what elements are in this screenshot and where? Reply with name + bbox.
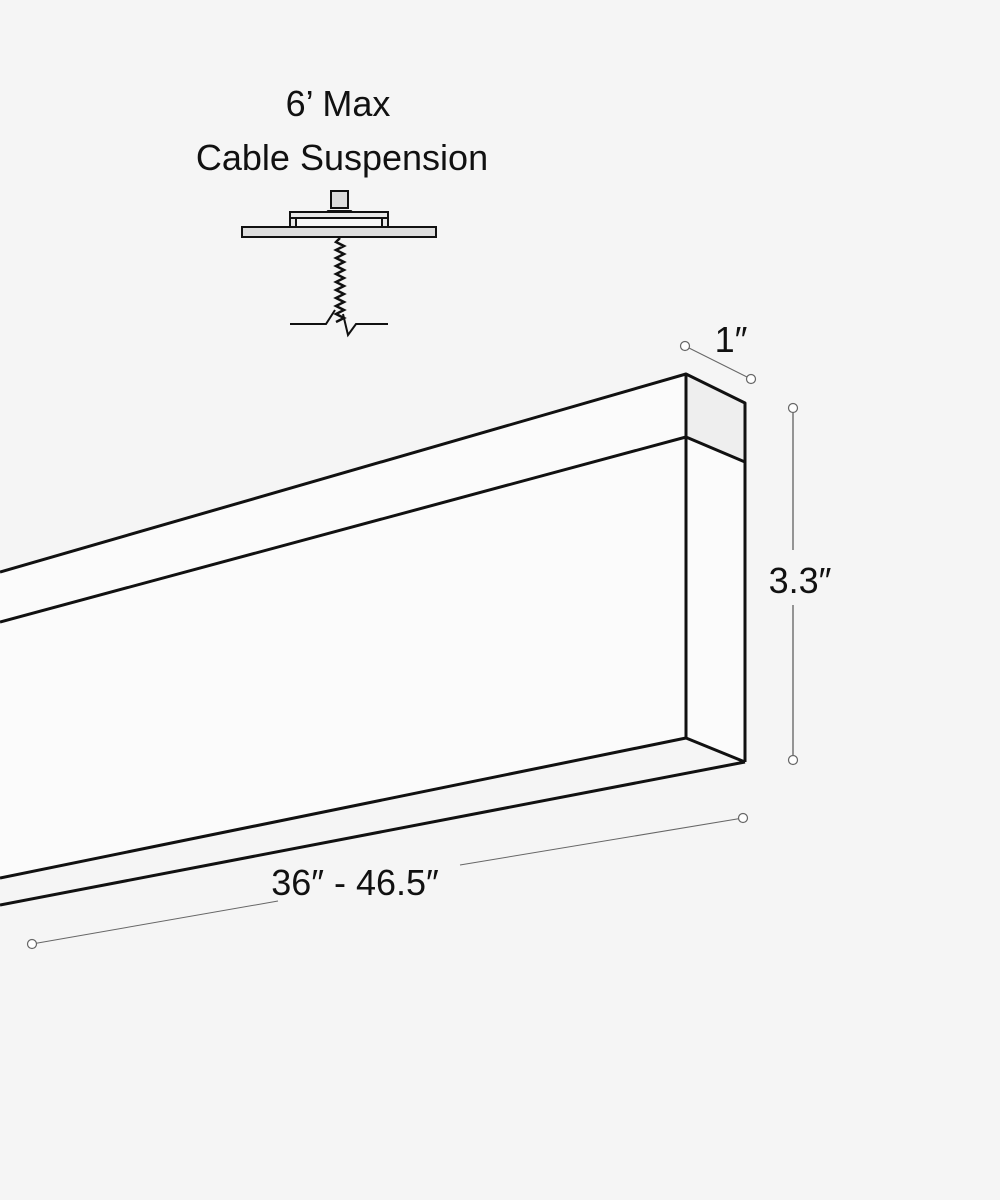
length-label: 36″ - 46.5″ <box>271 862 439 903</box>
width-label: 1″ <box>715 319 748 360</box>
cable-suspension-icon <box>241 190 437 338</box>
height-label: 3.3″ <box>769 560 832 601</box>
length-dimension: 36″ - 46.5″ <box>26 812 749 950</box>
title-line1: 6’ Max <box>286 83 391 124</box>
title-line2: Cable Suspension <box>196 137 488 178</box>
suspension-title: 6’ Max Cable Suspension <box>196 83 488 178</box>
height-dimension: 3.3″ <box>769 402 832 766</box>
width-dimension: 1″ <box>679 319 757 385</box>
light-bar <box>0 372 747 907</box>
